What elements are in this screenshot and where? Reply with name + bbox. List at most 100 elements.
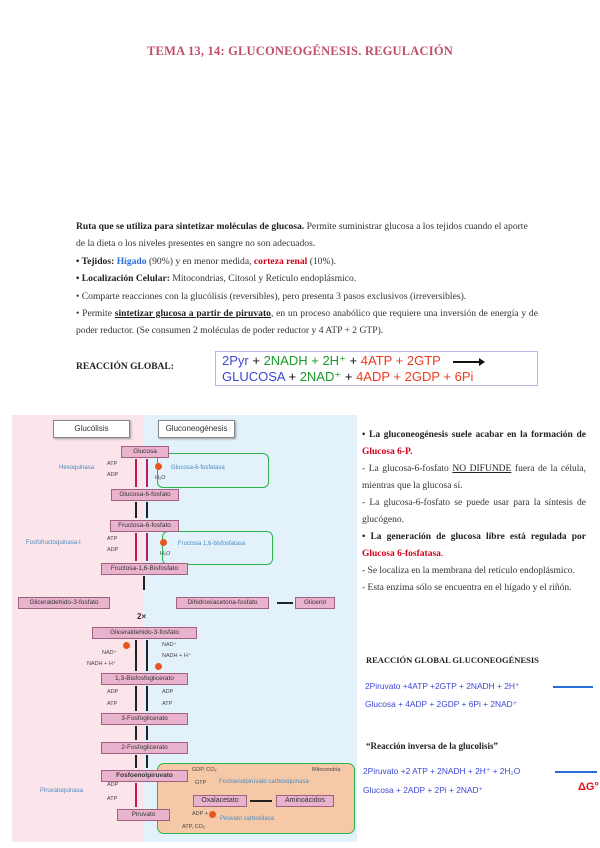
note: - Se localiza en la membrana del retícul… bbox=[362, 566, 575, 576]
arrow-right-icon bbox=[555, 771, 597, 773]
delta-g-label: ΔG° bbox=[578, 781, 599, 793]
metabolite-3pg: 3-Fosfoglicerato bbox=[101, 713, 188, 725]
intro-bold: Ruta que se utiliza para sintetizar molé… bbox=[76, 221, 305, 232]
note-bold: • La gluconeogénesis suele acabar en la … bbox=[362, 430, 586, 440]
note: • La generación de glucosa libre está re… bbox=[362, 529, 586, 563]
cofactor-nadh: NADH + H⁺ bbox=[87, 661, 116, 667]
x2-label: 2× bbox=[137, 612, 147, 621]
pathway-diagram: Glucólisis Gluconeogénesis Mitocondria G… bbox=[12, 415, 357, 842]
cofactor-atp: ATP bbox=[107, 701, 118, 707]
enzyme-piruvatoquinasa: Piruvatoquinasa bbox=[40, 788, 84, 794]
intro-text: Permite suministrar glucosa a los tejido… bbox=[76, 221, 528, 249]
arrow-down-icon bbox=[135, 783, 137, 807]
arrow-up-icon bbox=[146, 459, 148, 487]
cofactor-gtp: GTP bbox=[195, 780, 207, 786]
note: • La gluconeogénesis suele acabar en la … bbox=[362, 427, 586, 461]
cofactor-nad: NAD⁺ bbox=[162, 642, 177, 648]
metabolite-gap: Gliceraldehido-3-fosfato bbox=[18, 597, 110, 609]
arrow-up-icon bbox=[146, 726, 148, 740]
cofactor-atp: ATP bbox=[107, 796, 118, 802]
arrow-up-icon bbox=[146, 533, 148, 561]
metabolite-piruvato: Piruvato bbox=[117, 809, 170, 821]
permite-line: • Permite sintetizar glucosa a partir de… bbox=[76, 305, 538, 339]
page-title: TEMA 13, 14: GLUCONEOGÉNESIS. REGULACIÓN bbox=[147, 44, 453, 58]
note-text: fuera de la célula, mientras que la gluc… bbox=[362, 464, 586, 491]
arrow-down-icon bbox=[135, 459, 137, 487]
cofactor-adp: ADP bbox=[107, 782, 119, 788]
cofactor-nad: NAD⁺ bbox=[102, 650, 117, 656]
arrow-up-icon bbox=[143, 576, 145, 590]
intro-section: Ruta que se utiliza para sintetizar molé… bbox=[76, 218, 538, 339]
enzyme-pc: Piruvato carboxilasa bbox=[220, 816, 275, 822]
cofactor-adp: ADP bbox=[107, 472, 119, 478]
metabolite-pep: Fosfoenolpiruvato bbox=[101, 770, 188, 782]
loc-text: Mitocondrias, Citosol y Retículo endoplá… bbox=[169, 273, 357, 284]
reaccion-inversa-heading: “Reacción inversa de la glucolisis” bbox=[366, 741, 498, 751]
comparte-line: • Comparte reacciones con la glucólisis … bbox=[76, 290, 467, 302]
arrow-down-icon bbox=[135, 686, 137, 711]
note-underlined: NO DIFUNDE bbox=[452, 464, 512, 474]
metabolite-glucosa: Glucosa bbox=[121, 446, 169, 458]
metabolite-bpg: 1,3-Bisfosfoglicerato bbox=[101, 673, 188, 685]
arrow-left-icon bbox=[277, 602, 293, 604]
reaccion-global-gng-heading: REACCIÓN GLOBAL GLUCONEOGÉNESIS bbox=[366, 655, 539, 665]
cofactor-nadh: NADH + H⁺ bbox=[162, 653, 191, 659]
metabolite-f16bp: Fructosa-1,6-Bisfosfato bbox=[101, 563, 188, 575]
note-highlight: Glucosa 6-fosfatasa bbox=[362, 549, 441, 559]
cofactor-atp: ATP bbox=[107, 536, 118, 542]
gluconeogenesis-header: Gluconeogénesis bbox=[158, 420, 235, 438]
arrow-down-icon bbox=[135, 502, 137, 518]
cofactor-atp: ATP bbox=[162, 701, 173, 707]
cofactor-atp: ATP bbox=[107, 461, 118, 467]
arrow-down-icon bbox=[135, 726, 137, 740]
cofactor-adp: ADP bbox=[107, 547, 119, 553]
note-bold: • La generación de glucosa libre está re… bbox=[362, 532, 586, 542]
note-period: . bbox=[440, 549, 444, 559]
permite-underlined: sintetizar glucosa a partir de piruvato bbox=[114, 308, 271, 319]
eq-term: 4ATP + 2GTP bbox=[360, 353, 441, 368]
arrow-down-icon bbox=[135, 640, 137, 671]
reaction-line: Glucosa + 2ADP + 2Pi + 2NAD⁺ bbox=[363, 785, 483, 795]
cofactor-atp-co2: ATP, CO₂ bbox=[182, 824, 206, 830]
reaccion-global-equation: 2Pyr + 2NADH + 2H⁺ + 4ATP + 2GTP GLUCOSA… bbox=[215, 351, 538, 386]
phosphate-icon bbox=[155, 463, 162, 470]
right-notes: • La gluconeogénesis suele acabar en la … bbox=[362, 427, 586, 597]
eq-term: 4ADP + 2GDP + 6Pi bbox=[356, 369, 474, 384]
arrow-up-icon bbox=[146, 640, 148, 671]
tejidos-line: • Tejidos: Hígado (90%) y en menor medid… bbox=[76, 253, 538, 270]
corteza-pct: (10%). bbox=[307, 255, 337, 267]
corteza: corteza renal bbox=[253, 255, 308, 267]
reaction-line: 2Piruvato +2 ATP + 2NADH + 2H⁺ + 2H₂O bbox=[363, 766, 521, 776]
metabolite-g6p: Glucosa-6-fosfato bbox=[111, 489, 179, 501]
arrow-up-icon bbox=[146, 755, 148, 768]
eq-term: 2Pyr bbox=[222, 353, 249, 368]
note: - Esta enzima sólo se encuentra en el hí… bbox=[362, 583, 572, 593]
metabolite-g3p: Gliceraldehido-3-fosfato bbox=[92, 627, 197, 639]
equation-line-1: 2Pyr + 2NADH + 2H⁺ + 4ATP + 2GTP bbox=[222, 353, 531, 369]
arrow-down-icon bbox=[135, 755, 137, 768]
reaction-line: 2Piruvato +4ATP +2GTP + 2NADH + 2H⁺ bbox=[365, 681, 520, 691]
cofactor-adp: ADP bbox=[162, 689, 174, 695]
permite-b: , en un proceso anabólico que requiere u… bbox=[76, 308, 538, 336]
mitocondria-label: Mitocondria bbox=[312, 767, 341, 773]
enzyme-hexoquinasa: Hexoquinasa bbox=[59, 465, 95, 471]
arrow-up-icon bbox=[146, 502, 148, 518]
cofactor-h2o: H₂O bbox=[160, 551, 171, 557]
note-highlight: Glucosa 6-P. bbox=[362, 447, 413, 457]
localizacion-line: • Localización Celular: Mitocondrias, Ci… bbox=[76, 270, 538, 287]
tejidos-label: • Tejidos: bbox=[76, 255, 115, 267]
enzyme-pfk: Fosfofructoquinasa-I bbox=[26, 540, 81, 546]
note-text: - La glucosa-6-fosfato bbox=[362, 464, 453, 474]
metabolite-2pg: 2-Fosfoglicerato bbox=[101, 742, 188, 754]
highlight-box bbox=[157, 453, 269, 488]
higado-pct: (90%) y en menor medida, bbox=[146, 255, 254, 267]
eq-term: 2NADH + 2H⁺ bbox=[263, 353, 346, 368]
arrow-right-icon bbox=[452, 357, 485, 366]
note: - La glucosa-6-fosfato se puede usar par… bbox=[362, 498, 586, 525]
phosphate-icon bbox=[123, 642, 130, 649]
metabolite-dhap: Dihidroxiacetona-fosfato bbox=[176, 597, 269, 609]
glucolisis-header: Glucólisis bbox=[53, 420, 130, 438]
eq-plus: + bbox=[341, 369, 357, 384]
eq-term: 2NAD⁺ bbox=[299, 369, 342, 384]
